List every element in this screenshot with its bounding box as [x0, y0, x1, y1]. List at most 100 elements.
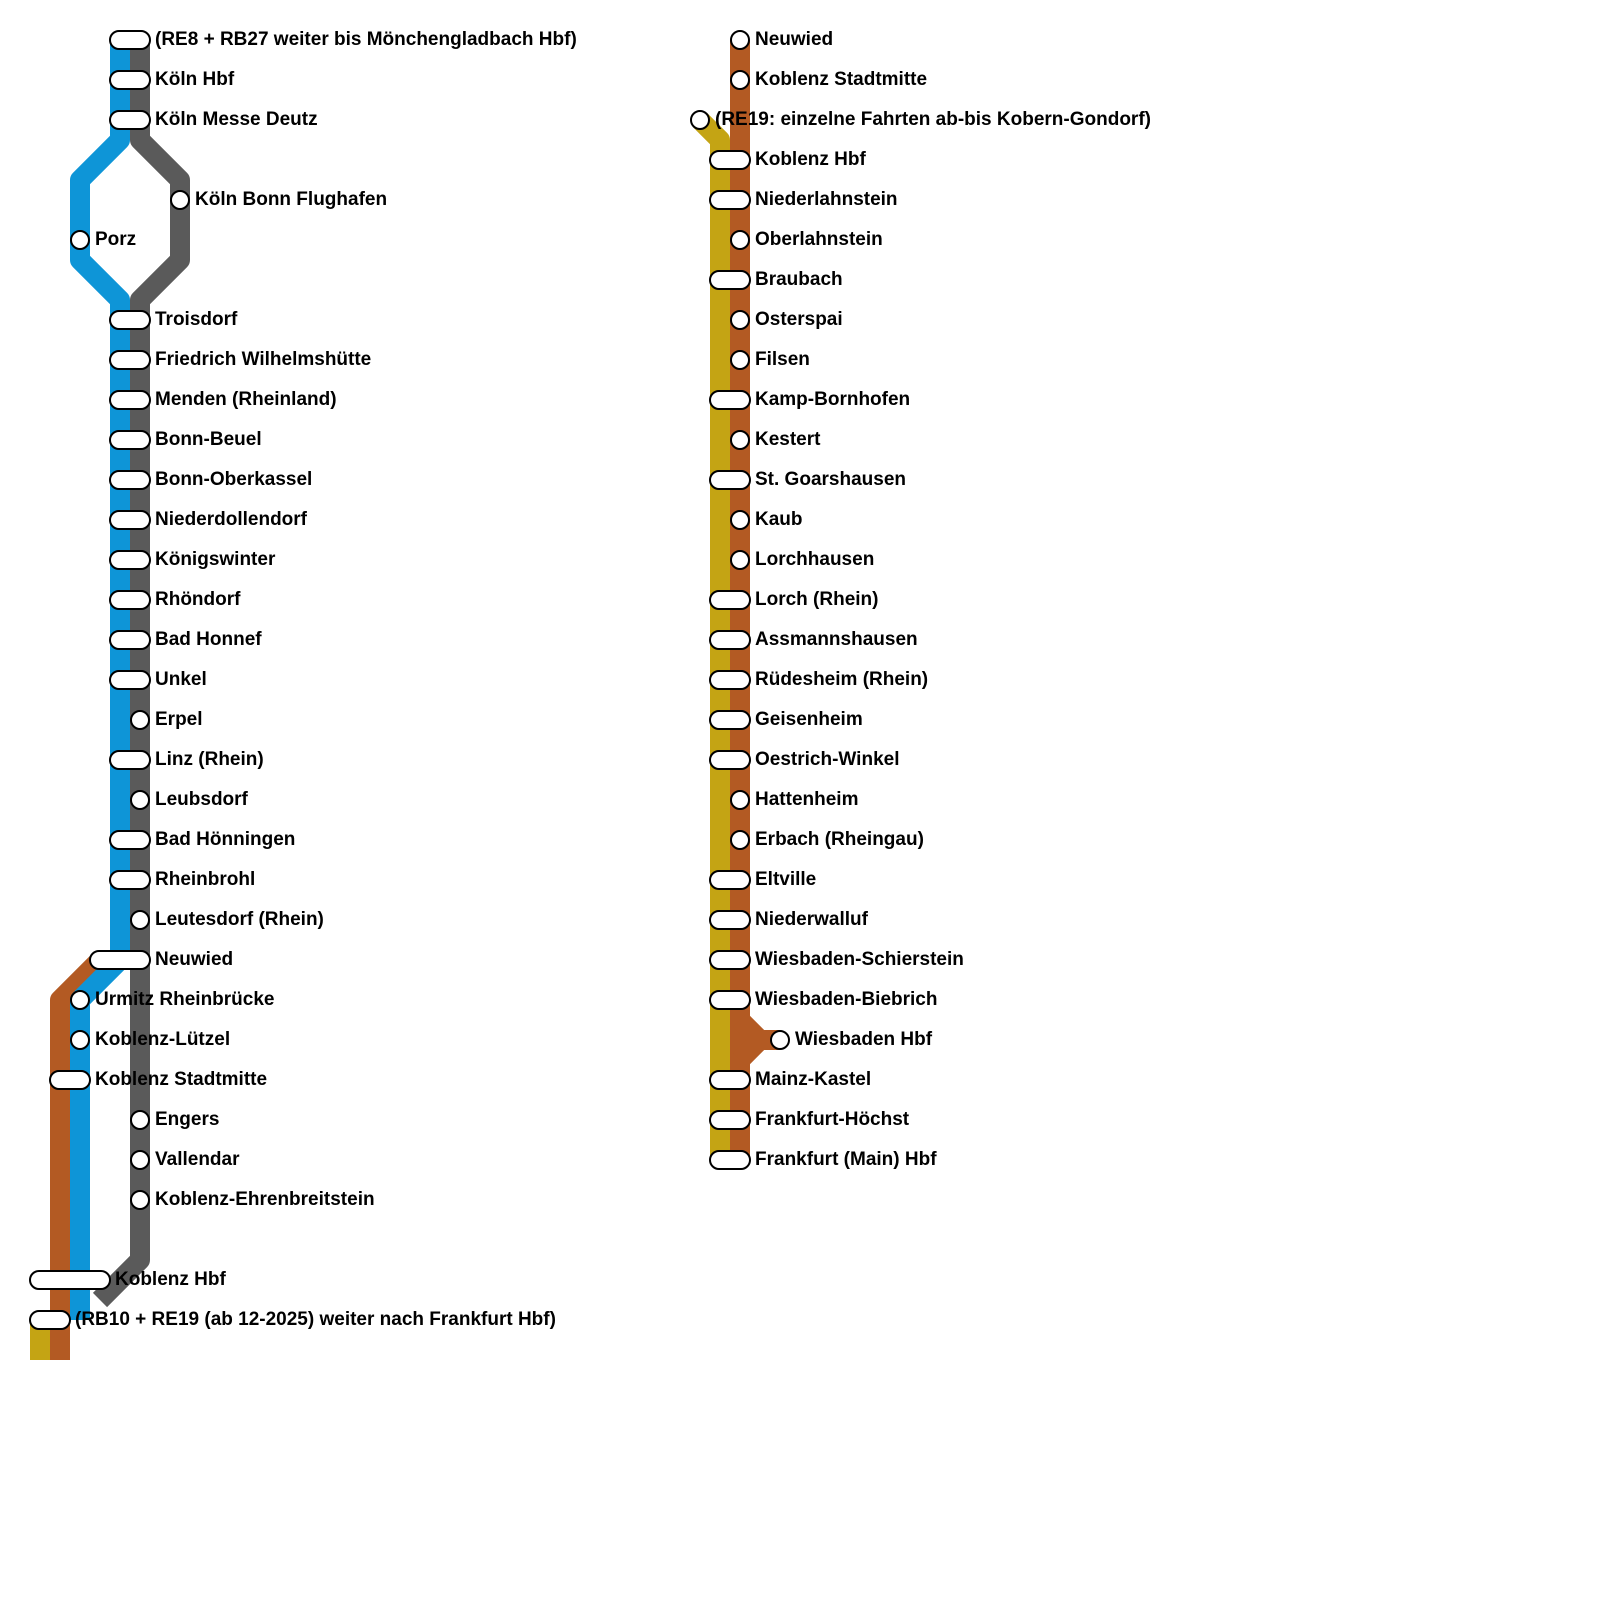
left-stop-pill-9 [109, 470, 151, 490]
left-stop-pill-24 [49, 1070, 91, 1090]
left-station-label-28: Koblenz Hbf [115, 1269, 226, 1290]
right-stop-pill-3 [709, 150, 751, 170]
left-stop-circle-20 [130, 910, 150, 930]
right-stop-pill-23 [709, 950, 751, 970]
right-station-label-15: Assmannshausen [755, 629, 918, 650]
right-stop-circle-0 [730, 30, 750, 50]
line-grey-left [92, 40, 190, 1308]
right-station-label-6: Braubach [755, 269, 843, 290]
left-station-label-23: Koblenz-Lützel [95, 1029, 230, 1050]
left-station-label-2: Köln Messe Deutz [155, 109, 318, 130]
right-stop-circle-1 [730, 70, 750, 90]
right-station-label-8: Filsen [755, 349, 810, 370]
right-stop-pill-26 [709, 1070, 751, 1090]
right-stop-pill-9 [709, 390, 751, 410]
left-station-label-24: Koblenz Stadtmitte [95, 1069, 267, 1090]
left-station-label-6: Friedrich Wilhelmshütte [155, 349, 371, 370]
left-station-label-17: Leubsdorf [155, 789, 249, 810]
left-station-label-21: Neuwied [155, 949, 233, 970]
right-stop-circle-19 [730, 790, 750, 810]
right-station-label-7: Osterspai [755, 309, 843, 330]
right-station-label-9: Kamp-Bornhofen [755, 389, 910, 410]
left-station-label-19: Rheinbrohl [155, 869, 255, 890]
right-stop-pill-11 [709, 470, 751, 490]
left-station-label-5: Troisdorf [155, 309, 238, 330]
right-station-label-12: Kaub [755, 509, 803, 530]
left-stop-pill-19 [109, 870, 151, 890]
right-stop-circle-12 [730, 510, 750, 530]
left-station-label-22: Urmitz Rheinbrücke [95, 989, 274, 1010]
right-station-label-23: Wiesbaden-Schierstein [755, 949, 964, 970]
line-brown-left [50, 952, 108, 1360]
right-stop-pill-28 [709, 1150, 751, 1170]
left-station-label-14: Unkel [155, 669, 207, 690]
left-station-label-29: (RB10 + RE19 (ab 12-2025) weiter nach Fr… [75, 1309, 556, 1330]
right-stop-pill-27 [709, 1110, 751, 1130]
right-stop-pill-16 [709, 670, 751, 690]
right-stop-pill-22 [709, 910, 751, 930]
left-stop-pill-28 [29, 1270, 111, 1290]
left-stop-circle-17 [130, 790, 150, 810]
left-stop-pill-0 [109, 30, 151, 50]
right-stop-pill-6 [709, 270, 751, 290]
right-stop-pill-24 [709, 990, 751, 1010]
right-station-label-25: Wiesbaden Hbf [795, 1029, 933, 1050]
left-stop-pill-18 [109, 830, 151, 850]
left-station-label-7: Menden (Rheinland) [155, 389, 337, 410]
right-station-label-1: Koblenz Stadtmitte [755, 69, 927, 90]
left-stop-circle-27 [130, 1190, 150, 1210]
right-station-label-10: Kestert [755, 429, 821, 450]
left-station-label-8: Bonn-Beuel [155, 429, 262, 450]
right-stop-pill-21 [709, 870, 751, 890]
right-station-label-21: Eltville [755, 869, 816, 890]
right-station-label-0: Neuwied [755, 29, 833, 50]
right-station-label-14: Lorch (Rhein) [755, 589, 879, 610]
left-station-label-0: (RE8 + RB27 weiter bis Mönchengladbach H… [155, 29, 577, 50]
right-station-label-2: (RE19: einzelne Fahrten ab-bis Kobern-Go… [715, 109, 1151, 130]
left-station-label-12: Rhöndorf [155, 589, 241, 610]
right-station-label-16: Rüdesheim (Rhein) [755, 669, 928, 690]
left-station-label-16: Linz (Rhein) [155, 749, 264, 770]
right-stop-pill-14 [709, 590, 751, 610]
right-station-label-4: Niederlahnstein [755, 189, 898, 210]
right-station-label-3: Koblenz Hbf [755, 149, 866, 170]
left-station-label-20: Leutesdorf (Rhein) [155, 909, 324, 930]
left-stop-pill-14 [109, 670, 151, 690]
right-station-label-11: St. Goarshausen [755, 469, 906, 490]
right-stop-circle-10 [730, 430, 750, 450]
right-station-label-28: Frankfurt (Main) Hbf [755, 1149, 937, 1170]
left-station-label-15: Erpel [155, 709, 203, 730]
left-stop-circle-4 [70, 230, 90, 250]
right-station-label-24: Wiesbaden-Biebrich [755, 989, 937, 1010]
left-stop-circle-26 [130, 1150, 150, 1170]
left-station-label-4: Porz [95, 229, 136, 250]
left-stop-circle-22 [70, 990, 90, 1010]
left-stop-pill-5 [109, 310, 151, 330]
left-stop-pill-1 [109, 70, 151, 90]
left-stop-pill-6 [109, 350, 151, 370]
right-stop-circle-8 [730, 350, 750, 370]
right-station-label-26: Mainz-Kastel [755, 1069, 871, 1090]
left-stop-circle-25 [130, 1110, 150, 1130]
right-stop-circle-20 [730, 830, 750, 850]
left-stop-pill-13 [109, 630, 151, 650]
left-stop-pill-2 [109, 110, 151, 130]
left-station-label-10: Niederdollendorf [155, 509, 308, 530]
left-station-label-13: Bad Honnef [155, 629, 262, 650]
right-station-label-20: Erbach (Rheingau) [755, 829, 924, 850]
right-station-label-17: Geisenheim [755, 709, 863, 730]
left-stop-pill-16 [109, 750, 151, 770]
right-stop-circle-5 [730, 230, 750, 250]
left-stops [29, 30, 190, 1330]
left-station-label-1: Köln Hbf [155, 69, 235, 90]
left-stop-pill-7 [109, 390, 151, 410]
left-stop-pill-29 [29, 1310, 71, 1330]
right-station-label-27: Frankfurt-Höchst [755, 1109, 910, 1130]
left-stop-pill-21 [89, 950, 151, 970]
left-stop-circle-3 [170, 190, 190, 210]
left-stop-pill-8 [109, 430, 151, 450]
right-station-label-22: Niederwalluf [755, 909, 869, 930]
left-station-label-3: Köln Bonn Flughafen [195, 189, 387, 210]
